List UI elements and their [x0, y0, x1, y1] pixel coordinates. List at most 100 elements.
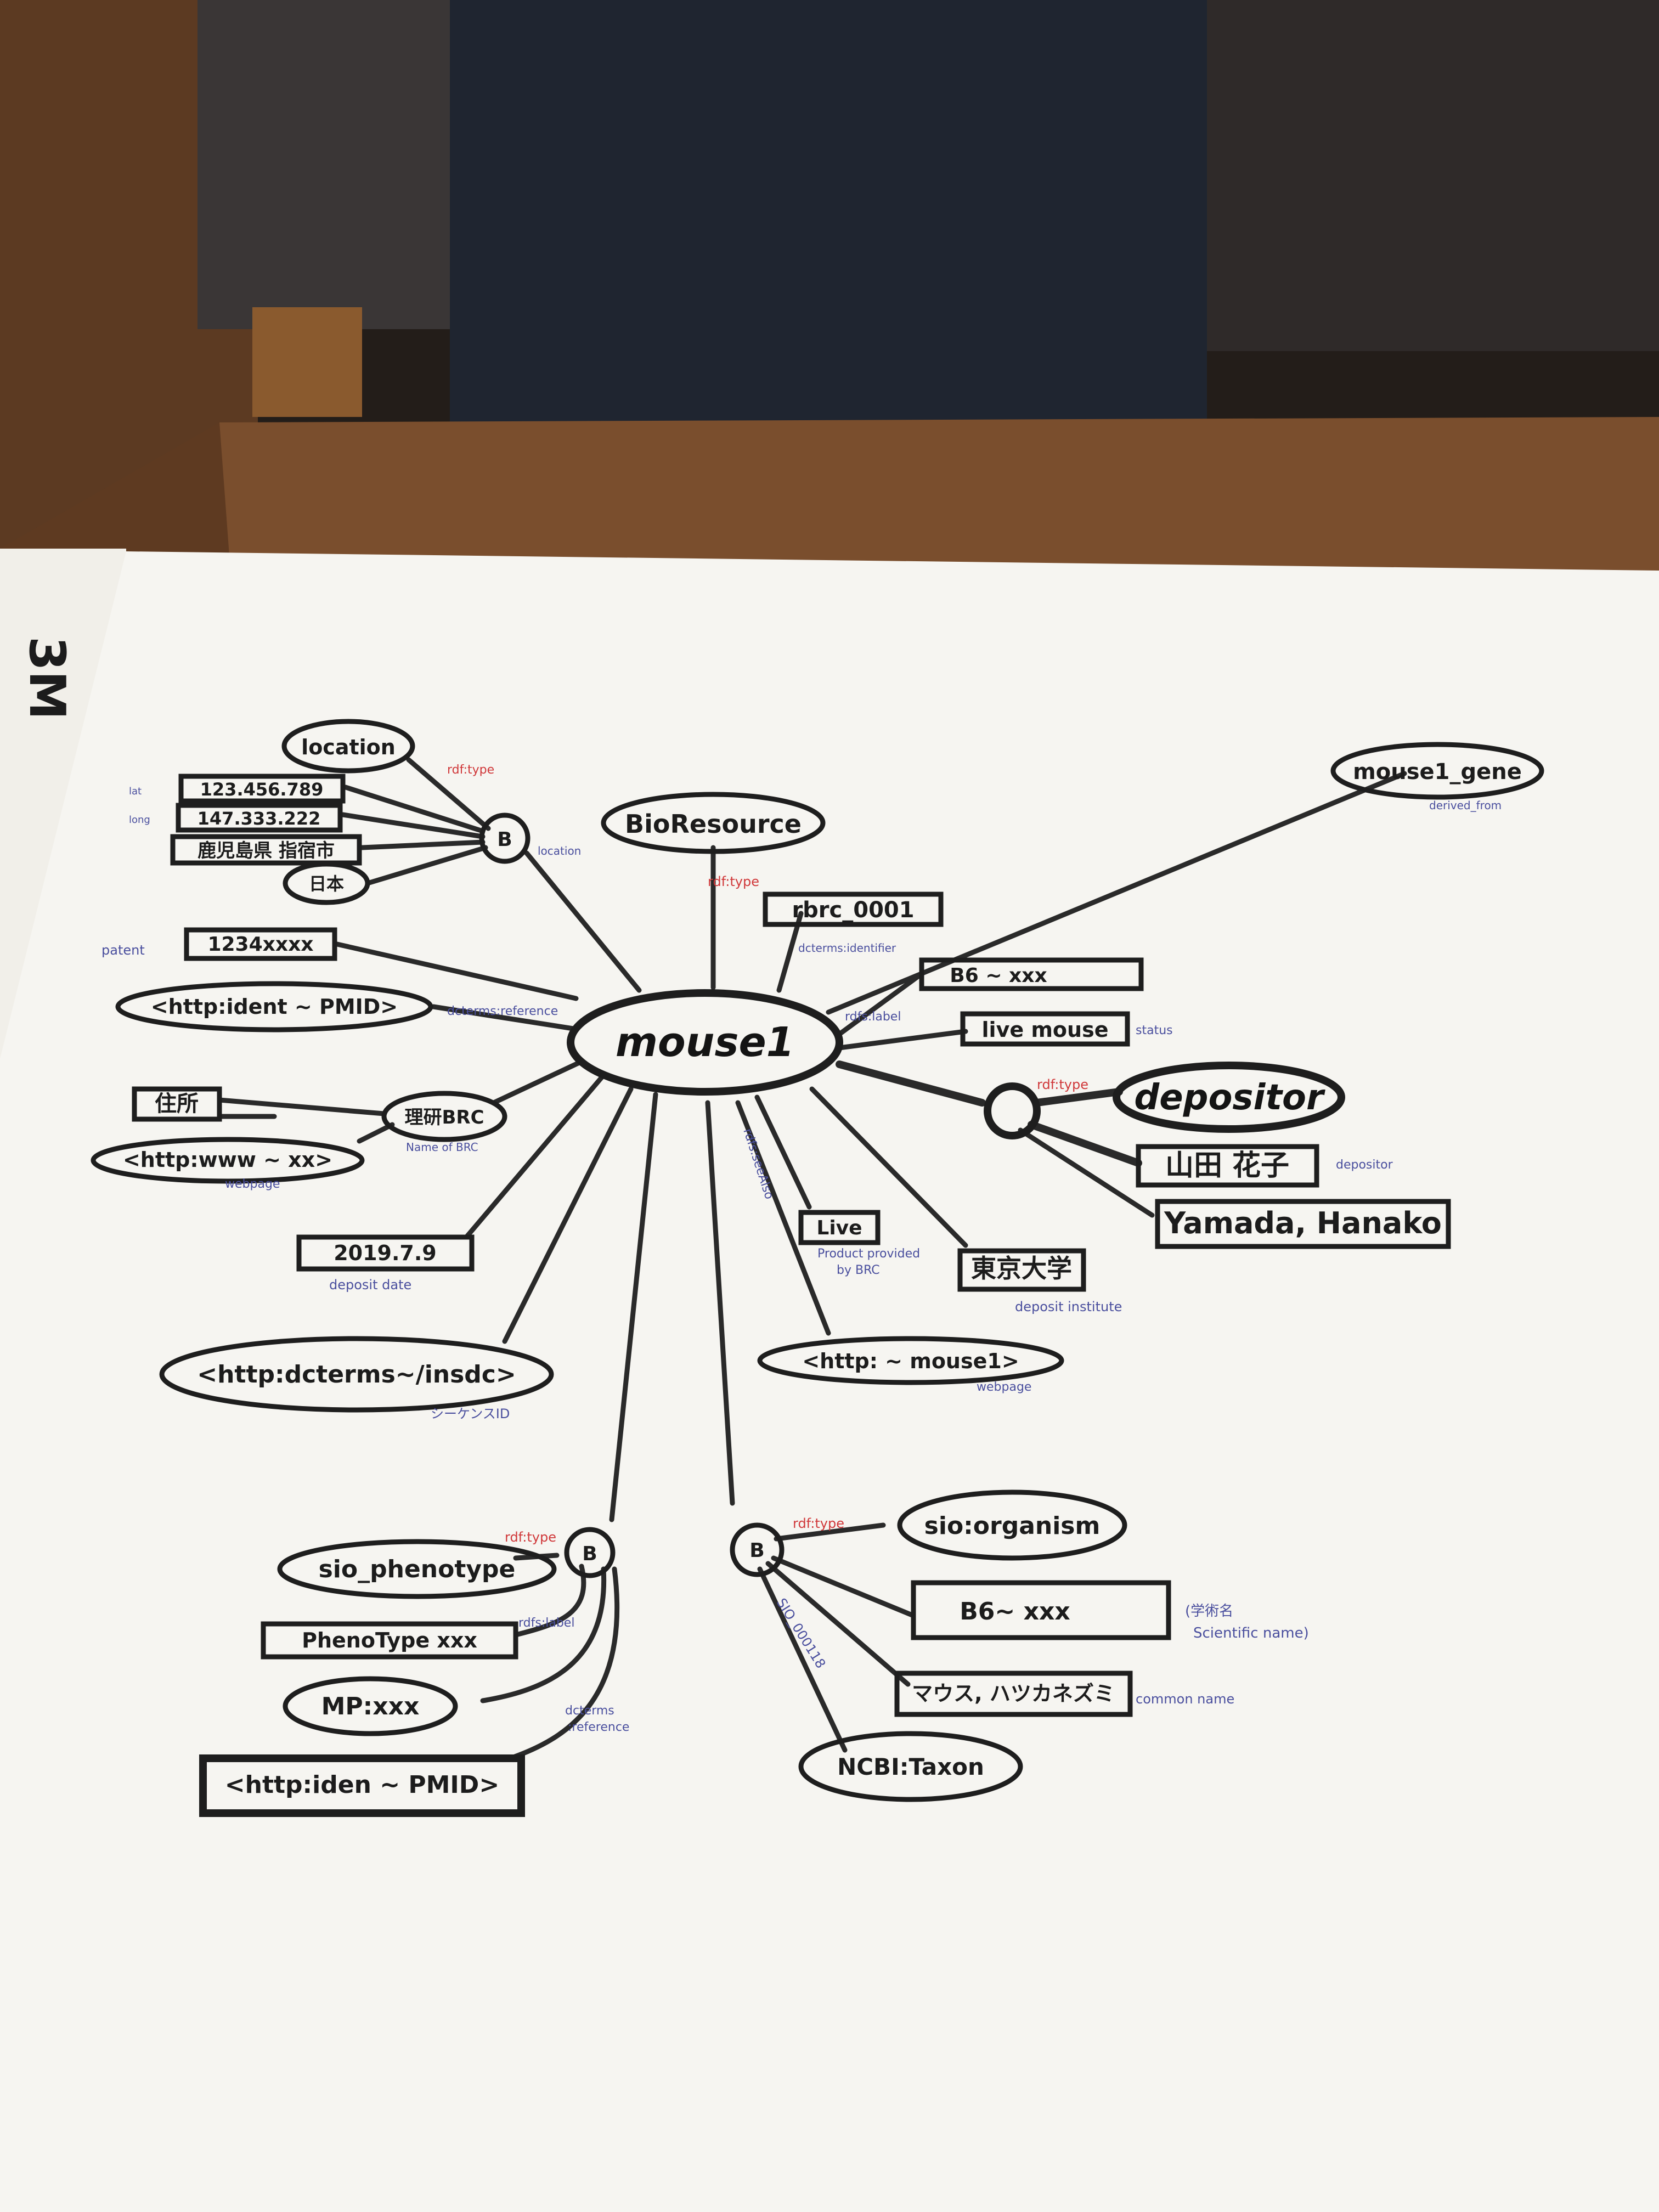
pred-name-of-brc: Name of BRC	[406, 1141, 478, 1154]
edge-deposit-date	[464, 1073, 606, 1240]
pred-status: status	[1136, 1024, 1173, 1037]
edge-sio-organism	[774, 1522, 886, 1542]
pred-webpage-mouse1: webpage	[977, 1380, 1031, 1394]
pred-sci-name-2: Scientific name)	[1193, 1625, 1309, 1641]
pred-dcterms-identifier: dcterms:identifier	[798, 941, 896, 955]
b6-sci-shape	[911, 1580, 1171, 1640]
pred-lng: long	[129, 814, 150, 826]
depositor-class-label: depositor	[1134, 1077, 1325, 1118]
address-shape	[170, 834, 362, 866]
ncbi-taxon-shape	[798, 1731, 1023, 1802]
pred-rdf-type-pheno: rdf:type	[505, 1530, 556, 1545]
depositor-bnode	[984, 1082, 1041, 1139]
reference-pmid-label: <http:ident ~ PMID>	[151, 995, 398, 1019]
edge-organism-branch	[705, 1100, 735, 1506]
pheno-bnode	[564, 1527, 616, 1578]
address-label: 鹿児島県 指宿市	[198, 840, 335, 862]
edge-live-mouse	[837, 1029, 968, 1051]
country-shape	[283, 861, 370, 905]
live-mouse-shape	[960, 1011, 1130, 1047]
diagram-edges	[217, 757, 1407, 1761]
lng-shape	[176, 803, 343, 833]
org-bnode-label: B	[749, 1539, 764, 1562]
tokyo-univ-label: 東京大学	[971, 1254, 1072, 1283]
rbrc-shape	[763, 891, 944, 927]
b6-label-text: B6 ~ xxx	[950, 964, 1047, 987]
bioresource-shape	[601, 792, 826, 854]
person-legs	[450, 0, 1207, 428]
deposit-date-shape	[296, 1234, 475, 1272]
edge-webpage-brc	[357, 1122, 395, 1144]
edge-b6-sci	[771, 1555, 916, 1618]
pheno-pmid-shape	[199, 1754, 525, 1817]
edge-patent	[332, 941, 579, 1001]
mouse1-web-label: <http: ~ mouse1>	[802, 1349, 1019, 1373]
edge-address	[359, 839, 486, 850]
b6-sci-label: B6~ xxx	[960, 1598, 1070, 1626]
location-bnode-label: B	[497, 828, 512, 851]
bioresource-label: BioResource	[625, 809, 802, 839]
pred-location: location	[538, 844, 581, 857]
depositor-en-label: Yamada, Hanako	[1164, 1206, 1442, 1240]
riken-brc-shape	[381, 1091, 507, 1142]
sio-phenotype-label: sio_phenotype	[319, 1555, 516, 1583]
edge-depositor	[836, 1060, 986, 1107]
location-bnode	[479, 812, 531, 864]
location-class-shape	[281, 719, 415, 774]
b6-label-shape	[919, 957, 1144, 991]
webpage-brc-shape	[91, 1137, 365, 1184]
gene-shape	[1330, 742, 1544, 800]
riken-brc-label: 理研BRC	[404, 1107, 484, 1128]
live-label: Live	[816, 1217, 862, 1239]
pred-deposit-institute: deposit institute	[1015, 1299, 1122, 1314]
edge-location-to-mouse	[524, 850, 642, 993]
edge-phenotype-label	[513, 1564, 586, 1638]
pred-product-provided: Product provided	[817, 1247, 920, 1261]
edge-depositor-en	[1018, 1127, 1155, 1218]
edge-depositor-ja	[1028, 1121, 1142, 1167]
tokyo-univ-shape	[957, 1248, 1086, 1292]
insdc-label: <http:dcterms~/insdc>	[197, 1361, 516, 1389]
edge-pheno-pmid	[507, 1566, 620, 1761]
depositor-ja-label: 山田 花子	[1165, 1149, 1289, 1182]
edge-live	[754, 1094, 812, 1210]
pred-common-name: common name	[1136, 1691, 1234, 1707]
pred-dcterms-reference: dcterms:reference	[447, 1005, 558, 1018]
pred-insdc: シーケンスID	[431, 1406, 510, 1421]
pred-webpage-brc: webpage	[225, 1177, 280, 1191]
jusho-shape	[132, 1086, 222, 1122]
ncbi-taxon-label: NCBI:Taxon	[837, 1753, 984, 1780]
sio-organism-label: sio:organism	[924, 1512, 1101, 1540]
edge-gene	[826, 771, 1407, 1015]
pred-patent: patent	[101, 943, 145, 958]
pred-deposit-date: deposit date	[329, 1277, 411, 1293]
pred-rdf-type-location: rdf:type	[447, 763, 494, 777]
mp-shape	[283, 1676, 458, 1736]
pred-rdfs-label: rdfs:label	[845, 1010, 901, 1024]
edge-riken-brc	[491, 1059, 584, 1105]
central-node-shape	[567, 989, 843, 1096]
diagram-node-labels: mouse1 BioResource rbrc_0001 B6 ~ xxx li…	[123, 735, 1522, 1799]
edge-lng	[340, 812, 486, 839]
sio-organism-shape	[897, 1489, 1127, 1561]
central-node-label: mouse1	[616, 1019, 794, 1066]
mouse-common-label: マウス, ハツカネズミ	[912, 1681, 1115, 1706]
edge-b6-label	[837, 971, 924, 1037]
live-shape	[798, 1210, 881, 1245]
deposit-date-label: 2019.7.9	[334, 1241, 437, 1265]
lng-label: 147.333.222	[198, 808, 321, 829]
chair-seat-left	[198, 0, 483, 329]
edge-lat	[343, 785, 486, 834]
depositor-class-shape	[1113, 1062, 1345, 1133]
pred-rdfs-label-pheno: rdfs:label	[518, 1616, 574, 1630]
country-label: 日本	[309, 873, 344, 894]
edge-phenotype-branch	[609, 1092, 658, 1522]
edge-tokyo	[809, 1086, 968, 1248]
rbrc-label: rbrc_0001	[792, 898, 914, 923]
diagram-shapes	[91, 719, 1544, 1817]
pred-dcterms-pheno-2: :reference	[568, 1720, 629, 1734]
live-mouse-label: live mouse	[982, 1018, 1109, 1042]
jusho-label: 住所	[155, 1091, 199, 1116]
lat-label: 123.456.789	[200, 779, 324, 800]
pred-rdf-type-depositor: rdf:type	[1037, 1077, 1088, 1092]
